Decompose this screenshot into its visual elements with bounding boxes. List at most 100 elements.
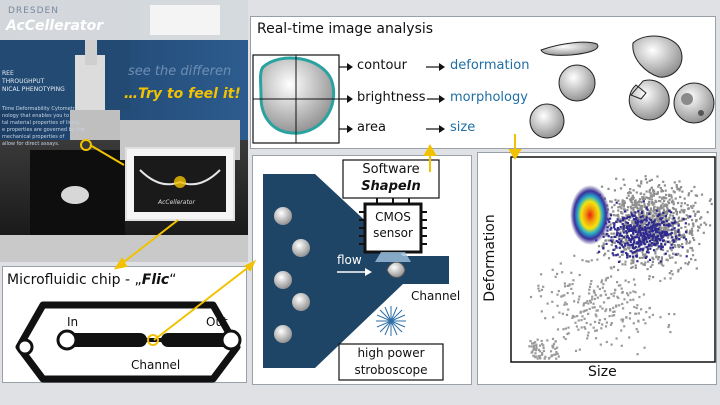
scatter-point: [640, 228, 644, 231]
scatter-point: [636, 330, 640, 333]
scatter-point: [614, 228, 617, 231]
scatter-point: [600, 294, 603, 297]
scatter-point: [673, 232, 676, 235]
feature-line: REE: [2, 70, 14, 77]
scatter-point: [654, 217, 657, 221]
scatter-point: [557, 290, 560, 293]
scatter-point: [632, 210, 636, 213]
scatter-point: [656, 206, 659, 209]
scatter-point: [561, 294, 564, 297]
scatter-point: [650, 221, 654, 224]
scatter-point: [607, 235, 610, 238]
scatter-point: [650, 234, 653, 237]
scatter-point: [665, 216, 668, 219]
scatter-point: [680, 205, 683, 208]
scatter-point: [648, 196, 651, 200]
scatter-point: [657, 208, 660, 211]
scatter-point: [649, 192, 652, 195]
scatter-point: [656, 231, 659, 234]
scatter-point: [643, 230, 646, 233]
scatter-point: [537, 348, 540, 351]
scatter-point: [585, 309, 588, 312]
scatter-point: [640, 209, 643, 212]
scatter-point: [647, 245, 650, 248]
scatter-point: [637, 312, 640, 315]
scatter-point: [622, 178, 625, 181]
scatter-panel: Deformation Size: [477, 152, 717, 385]
scatter-point: [637, 224, 641, 227]
scatter-point: [619, 241, 622, 244]
scatter-point: [617, 213, 620, 216]
scatter-point: [671, 206, 675, 210]
scatter-point: [652, 208, 655, 212]
scatter-point: [610, 243, 613, 247]
scatter-point: [621, 201, 624, 204]
scatter-point: [588, 288, 591, 291]
scatter-point: [635, 206, 638, 209]
scatter-point: [649, 223, 652, 226]
scatter-point: [540, 310, 543, 313]
scatter-point: [644, 253, 647, 256]
scatter-point: [627, 227, 630, 230]
cmos-sensor-box: [363, 202, 423, 254]
slogan-line-2: …Try to feel it!: [124, 86, 241, 102]
scatter-point: [626, 292, 629, 295]
scatter-point: [538, 344, 542, 347]
scatter-point: [556, 272, 559, 275]
scatter-point: [645, 196, 648, 199]
scatter-point: [700, 193, 704, 196]
scatter-point: [645, 206, 648, 209]
scatter-point: [625, 214, 628, 217]
scatter-point: [683, 202, 687, 205]
scatter-point: [635, 230, 638, 233]
scatter-point: [653, 228, 657, 232]
scatter-point: [637, 217, 640, 220]
scatter-point: [659, 215, 662, 218]
scatter-point: [630, 228, 633, 231]
scatter-point: [614, 198, 617, 201]
scatter-point: [618, 234, 621, 237]
description-block: Time Deformability Cytometry nology that…: [2, 106, 85, 148]
scatter-point: [554, 353, 557, 356]
scatter-point: [665, 219, 668, 222]
scatter-point: [630, 196, 633, 199]
scatter-point: [630, 266, 633, 269]
sheath-port: [16, 338, 34, 356]
scatter-point: [595, 329, 598, 332]
scatter-point: [654, 226, 657, 229]
scatter-point: [609, 214, 613, 217]
scatter-point: [661, 217, 664, 220]
scatter-point: [631, 222, 634, 225]
scatter-point: [640, 201, 643, 204]
scatter-point: [685, 214, 688, 217]
scatter-point: [675, 238, 678, 242]
analysis-graphics: [252, 35, 715, 144]
sensor-label-2: sensor: [373, 226, 413, 240]
scatter-point: [672, 190, 675, 193]
scatter-point: [643, 222, 646, 225]
scatter-point: [675, 229, 678, 232]
scatter-point: [637, 242, 640, 245]
scatter-point: [578, 273, 581, 277]
scatter-point: [628, 198, 632, 201]
scatter-point: [636, 246, 639, 249]
scatter-point: [633, 283, 637, 286]
scatter-point: [610, 226, 613, 229]
scatter-point: [635, 250, 638, 253]
scatter-point: [617, 268, 620, 272]
scatter-point: [642, 196, 645, 199]
scatter-point: [618, 218, 622, 221]
scatter-point: [643, 256, 646, 259]
scatter-point: [649, 265, 652, 268]
scatter-point: [637, 230, 640, 233]
scatter-point: [690, 258, 693, 261]
scatter-point: [628, 317, 631, 320]
scatter-point: [648, 258, 652, 261]
scatter-point: [660, 235, 663, 238]
scatter-point: [580, 326, 583, 329]
scatter-point: [665, 258, 668, 261]
scatter-point: [648, 226, 651, 229]
scatter-point: [648, 203, 651, 206]
scatter-point: [658, 226, 661, 229]
scatter-point: [670, 270, 673, 273]
